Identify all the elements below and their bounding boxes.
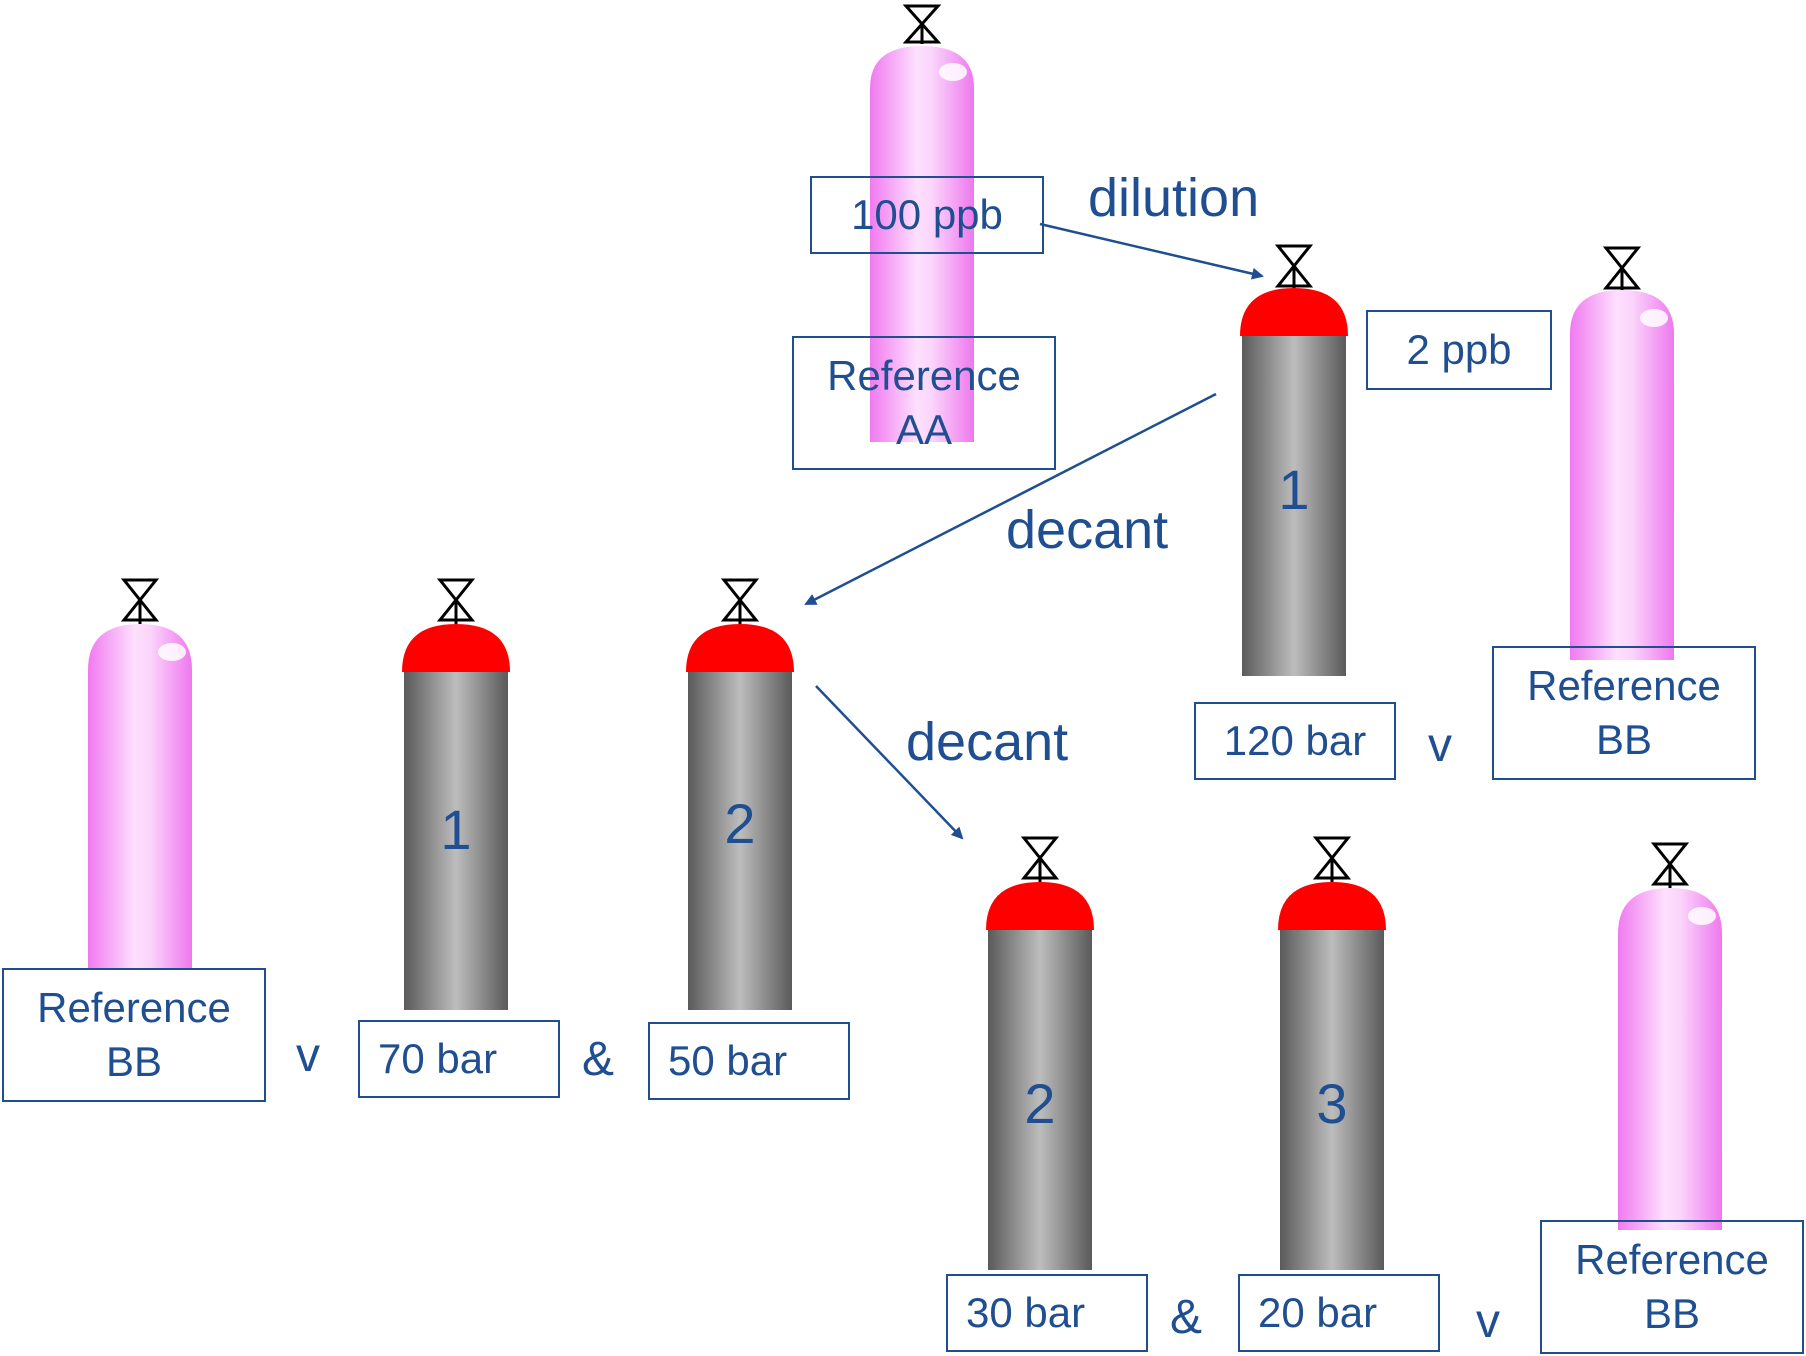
reference-aa-cylinder: [870, 4, 974, 442]
valve-icon: [1020, 836, 1060, 882]
concentration-label: 2 ppb: [1406, 326, 1512, 373]
decant-arrow-upper: [804, 392, 1217, 606]
pressure-box-20bar: 20 bar: [1238, 1274, 1440, 1352]
reference-name-line1: Reference: [1527, 662, 1721, 709]
reference-bb-cylinder-bottom: [1618, 842, 1722, 1230]
reference-name-line1: Reference: [37, 984, 231, 1031]
concentration-label: 100 ppb: [851, 191, 1003, 238]
reference-bb-label-box-top: Reference BB: [1492, 646, 1756, 780]
pressure-label: 30 bar: [966, 1289, 1086, 1336]
cylinder-number: 1: [440, 798, 472, 861]
pressure-box-120bar: 120 bar: [1194, 702, 1396, 780]
valve-icon: [902, 4, 942, 44]
cylinder-number: 3: [1316, 1072, 1348, 1135]
and-symbol: &: [582, 1033, 615, 1086]
decant-label-upper: decant: [1006, 500, 1169, 560]
valve-icon: [1602, 246, 1642, 290]
decant-label-lower: decant: [906, 712, 1069, 772]
cylinder-3-bottom: [1278, 836, 1386, 1270]
and-symbol: &: [1170, 1291, 1203, 1344]
reference-name-line2: BB: [1595, 716, 1653, 763]
pressure-box-50bar: 50 bar: [648, 1022, 850, 1100]
valve-icon: [1274, 244, 1314, 288]
valve-icon: [720, 578, 760, 624]
reference-name-line2: BB: [1643, 1290, 1701, 1337]
pressure-label: 70 bar: [378, 1035, 498, 1082]
reference-bb-label-box-bottom: Reference BB: [1540, 1220, 1804, 1354]
pressure-label: 50 bar: [668, 1037, 788, 1084]
reference-name-line2: AA: [895, 406, 953, 453]
cylinder-number: 1: [1278, 458, 1310, 521]
decant-arrow-lower: [815, 685, 964, 840]
cylinder-2-middle: [686, 578, 794, 1010]
valve-icon: [436, 578, 476, 624]
compare-symbol: v: [1428, 719, 1452, 772]
reference-name-line2: BB: [105, 1038, 163, 1085]
compare-symbol: v: [1476, 1295, 1500, 1348]
valve-icon: [120, 578, 160, 624]
cylinder-1-middle: [402, 578, 510, 1010]
concentration-box-2ppb: 2 ppb: [1366, 310, 1552, 390]
dilution-arrow: [1039, 222, 1264, 280]
pressure-label: 120 bar: [1223, 717, 1367, 764]
cylinder-1-top: [1240, 244, 1348, 676]
reference-aa-label-box: Reference AA: [792, 336, 1056, 470]
pressure-box-30bar: 30 bar: [946, 1274, 1148, 1352]
reference-bb-cylinder-top: [1570, 246, 1674, 660]
valve-icon: [1650, 842, 1690, 888]
pressure-label: 20 bar: [1258, 1289, 1378, 1336]
compare-symbol: v: [296, 1029, 320, 1082]
reference-bb-label-box-middle: Reference BB: [2, 968, 266, 1102]
reference-name-line1: Reference: [1575, 1236, 1769, 1283]
concentration-box-100ppb: 100 ppb: [810, 176, 1044, 254]
cylinder-2-bottom: [986, 836, 1094, 1270]
cylinder-number: 2: [1024, 1072, 1056, 1135]
dilution-label: dilution: [1088, 168, 1260, 228]
pressure-box-70bar: 70 bar: [358, 1020, 560, 1098]
reference-bb-cylinder-middle: [88, 578, 192, 970]
reference-name-line1: Reference: [827, 352, 1021, 399]
cylinder-number: 2: [724, 792, 756, 855]
valve-icon: [1312, 836, 1352, 882]
